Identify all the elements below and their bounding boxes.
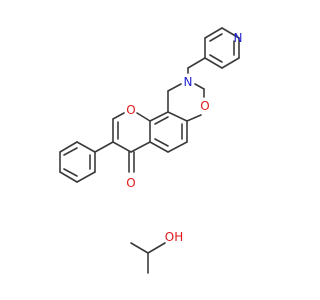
linker-bond [187, 57, 206, 69]
isopropanol [130, 242, 166, 274]
hydroxyl-label: OH [165, 230, 183, 244]
amine-nitrogen-label: N [184, 75, 193, 89]
oxazine-ring [167, 83, 205, 122]
ring-oxygen-chromone-label: O [126, 103, 135, 117]
phenyl-ring [59, 141, 96, 183]
phenyl-bond [94, 141, 114, 153]
structure-canvas: N N O O O OH [59, 27, 243, 274]
pyridine-nitrogen-label: N [234, 31, 243, 45]
carbonyl-oxygen-label: O [126, 176, 135, 190]
pyridine-ring [204, 27, 240, 69]
ring-oxygen-oxazine-label: O [200, 99, 209, 113]
benzene-ring-central [149, 111, 188, 153]
pyranone-ring [112, 112, 151, 173]
